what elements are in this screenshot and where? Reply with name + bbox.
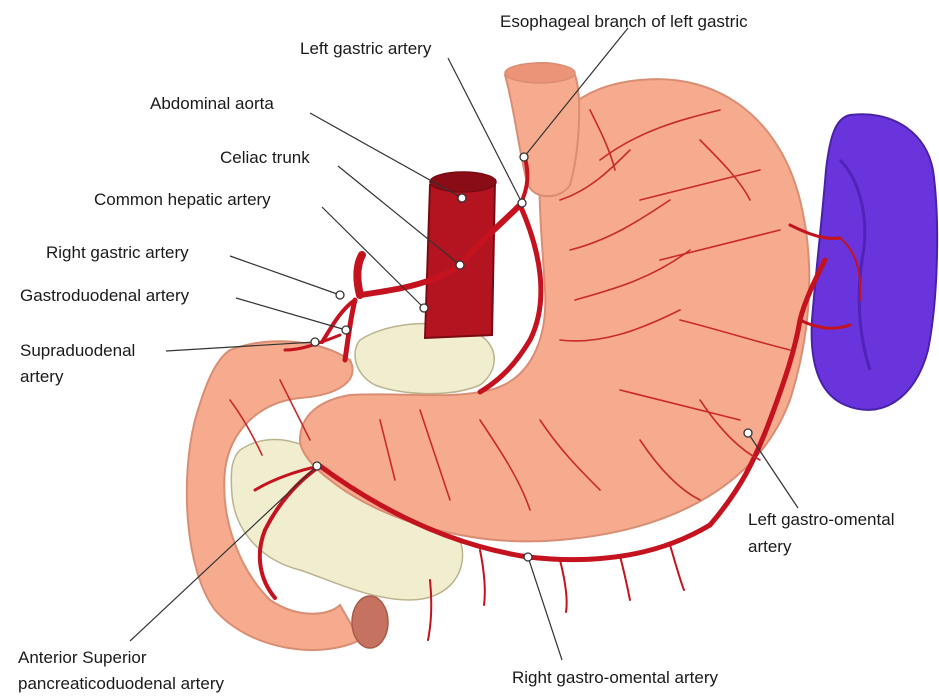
label-abdominal-aorta: Abdominal aorta: [150, 94, 274, 113]
label-anterior-superior-line1: Anterior Superior: [18, 648, 147, 667]
label-gastroduodenal: Gastroduodenal artery: [20, 286, 190, 305]
abdominal-aorta: [425, 180, 495, 338]
label-left-gastro-omental-line2: artery: [748, 537, 792, 556]
duodenum-cut-end: [352, 596, 388, 648]
proper-hepatic-vessel: [357, 255, 362, 295]
label-esophageal-branch: Esophageal branch of left gastric: [500, 12, 748, 31]
label-supraduodenal-line2: artery: [20, 367, 64, 386]
label-common-hepatic: Common hepatic artery: [94, 190, 271, 209]
label-left-gastric: Left gastric artery: [300, 39, 432, 58]
spleen: [812, 114, 938, 410]
label-right-gastro-omental: Right gastro-omental artery: [512, 668, 718, 687]
label-right-gastric: Right gastric artery: [46, 243, 189, 262]
label-supraduodenal-line1: Supraduodenal: [20, 341, 135, 360]
label-anterior-superior-line2: pancreaticoduodenal artery: [18, 674, 225, 693]
aorta-top: [430, 172, 496, 192]
label-celiac-trunk: Celiac trunk: [220, 148, 310, 167]
esophagus-opening: [505, 63, 575, 83]
label-left-gastro-omental-line1: Left gastro-omental: [748, 510, 894, 529]
